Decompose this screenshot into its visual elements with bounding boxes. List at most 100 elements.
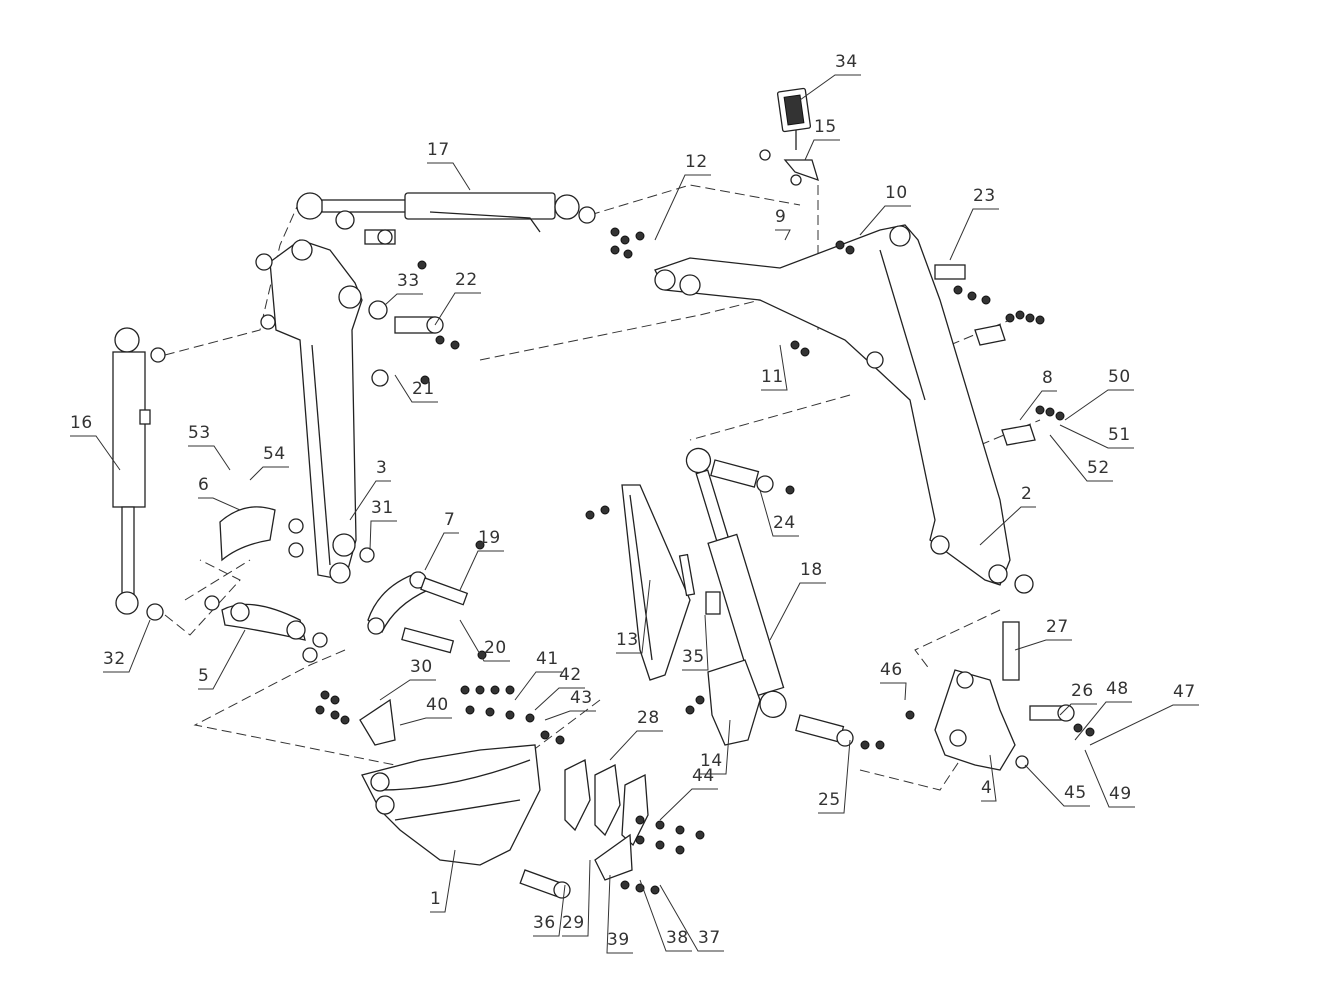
part-label-54: 54 bbox=[263, 444, 286, 464]
leader-line-12 bbox=[654, 174, 711, 241]
leader-line-53 bbox=[188, 445, 231, 471]
part-label-10: 10 bbox=[885, 183, 908, 203]
fastener bbox=[1045, 407, 1055, 417]
part-label-33: 33 bbox=[397, 271, 420, 291]
pin-22 bbox=[394, 316, 444, 334]
part-label-25: 25 bbox=[818, 790, 841, 810]
part-label-47: 47 bbox=[1173, 682, 1196, 702]
fastener bbox=[610, 227, 620, 237]
leader-line-15 bbox=[804, 139, 840, 161]
part-label-45: 45 bbox=[1064, 783, 1087, 803]
fastener bbox=[485, 707, 495, 717]
fastener bbox=[477, 650, 487, 660]
leader-line-48 bbox=[1074, 701, 1132, 741]
pin-24 bbox=[710, 459, 774, 493]
part-label-8: 8 bbox=[1042, 368, 1054, 388]
part-label-18: 18 bbox=[800, 560, 823, 580]
fastener bbox=[435, 335, 445, 345]
leader-line-5 bbox=[198, 629, 246, 690]
pads-35 bbox=[678, 553, 721, 615]
part-label-21: 21 bbox=[412, 379, 435, 399]
fastener bbox=[635, 835, 645, 845]
leader-line-1 bbox=[430, 849, 456, 913]
bracket-15 bbox=[759, 149, 819, 186]
bucket-1 bbox=[361, 744, 571, 899]
fastener bbox=[1085, 727, 1095, 737]
part-label-12: 12 bbox=[685, 152, 708, 172]
fastener bbox=[450, 340, 460, 350]
part-label-1: 1 bbox=[430, 889, 442, 909]
leader-line-17 bbox=[427, 162, 471, 191]
fastener bbox=[600, 505, 610, 515]
fastener bbox=[330, 710, 340, 720]
leader-line-9 bbox=[775, 229, 791, 241]
fastener bbox=[620, 880, 630, 890]
fastener bbox=[330, 695, 340, 705]
part-label-50: 50 bbox=[1108, 367, 1131, 387]
part-label-14: 14 bbox=[700, 751, 723, 771]
fastener bbox=[635, 231, 645, 241]
arm-3 bbox=[255, 239, 389, 584]
leader-line-47 bbox=[1089, 704, 1199, 746]
teeth-28 bbox=[564, 759, 649, 847]
leader-line-8 bbox=[1019, 390, 1057, 421]
fastener bbox=[1025, 313, 1035, 323]
fastener bbox=[650, 885, 660, 895]
leader-line-40 bbox=[399, 717, 452, 726]
link-6 bbox=[219, 506, 276, 562]
part-label-3: 3 bbox=[376, 458, 388, 478]
fastener bbox=[417, 260, 427, 270]
part-label-13: 13 bbox=[616, 630, 639, 650]
part-label-46: 46 bbox=[880, 660, 903, 680]
fastener bbox=[420, 375, 430, 385]
part-label-53: 53 bbox=[188, 423, 211, 443]
leader-line-54 bbox=[249, 466, 289, 481]
leader-line-20 bbox=[459, 619, 510, 662]
leader-line-52 bbox=[1049, 434, 1113, 482]
coupler-4 bbox=[934, 621, 1075, 771]
fastener bbox=[981, 295, 991, 305]
leader-line-2 bbox=[979, 506, 1036, 546]
cylinder-16 bbox=[112, 327, 166, 621]
leader-line-43 bbox=[544, 710, 596, 721]
fastener bbox=[540, 730, 550, 740]
fastener bbox=[685, 705, 695, 715]
leader-line-41 bbox=[514, 671, 562, 701]
fastener bbox=[1015, 310, 1025, 320]
fastener bbox=[695, 830, 705, 840]
fastener bbox=[655, 820, 665, 830]
part-label-2: 2 bbox=[1021, 484, 1033, 504]
boom-2 bbox=[654, 224, 1034, 594]
part-label-32: 32 bbox=[103, 649, 126, 669]
cylinder-18 bbox=[685, 447, 787, 718]
fastener bbox=[1073, 723, 1083, 733]
part-label-28: 28 bbox=[637, 708, 660, 728]
fastener bbox=[875, 740, 885, 750]
leader-line-18 bbox=[769, 582, 826, 641]
part-label-51: 51 bbox=[1108, 425, 1131, 445]
leader-line-11 bbox=[761, 344, 788, 391]
leader-line-38 bbox=[639, 879, 692, 952]
fastener bbox=[525, 713, 535, 723]
bracket-14 bbox=[707, 659, 761, 746]
part-label-9: 9 bbox=[775, 207, 787, 227]
fastener bbox=[1055, 411, 1065, 421]
part-label-48: 48 bbox=[1106, 679, 1129, 699]
fastener bbox=[967, 291, 977, 301]
part-label-34: 34 bbox=[835, 52, 858, 72]
leader-line-6 bbox=[198, 497, 241, 511]
part-label-15: 15 bbox=[814, 117, 837, 137]
fastener bbox=[340, 715, 350, 725]
fastener bbox=[785, 485, 795, 495]
fastener bbox=[610, 245, 620, 255]
part-label-38: 38 bbox=[666, 928, 689, 948]
fastener bbox=[1035, 315, 1045, 325]
leader-line-19 bbox=[459, 550, 504, 591]
pin-25 bbox=[795, 714, 854, 747]
leader-line-31 bbox=[369, 520, 397, 551]
leader-line-42 bbox=[534, 687, 585, 711]
fastener bbox=[555, 735, 565, 745]
leader-line-4 bbox=[981, 754, 997, 802]
fastener bbox=[475, 685, 485, 695]
part-label-17: 17 bbox=[427, 140, 450, 160]
